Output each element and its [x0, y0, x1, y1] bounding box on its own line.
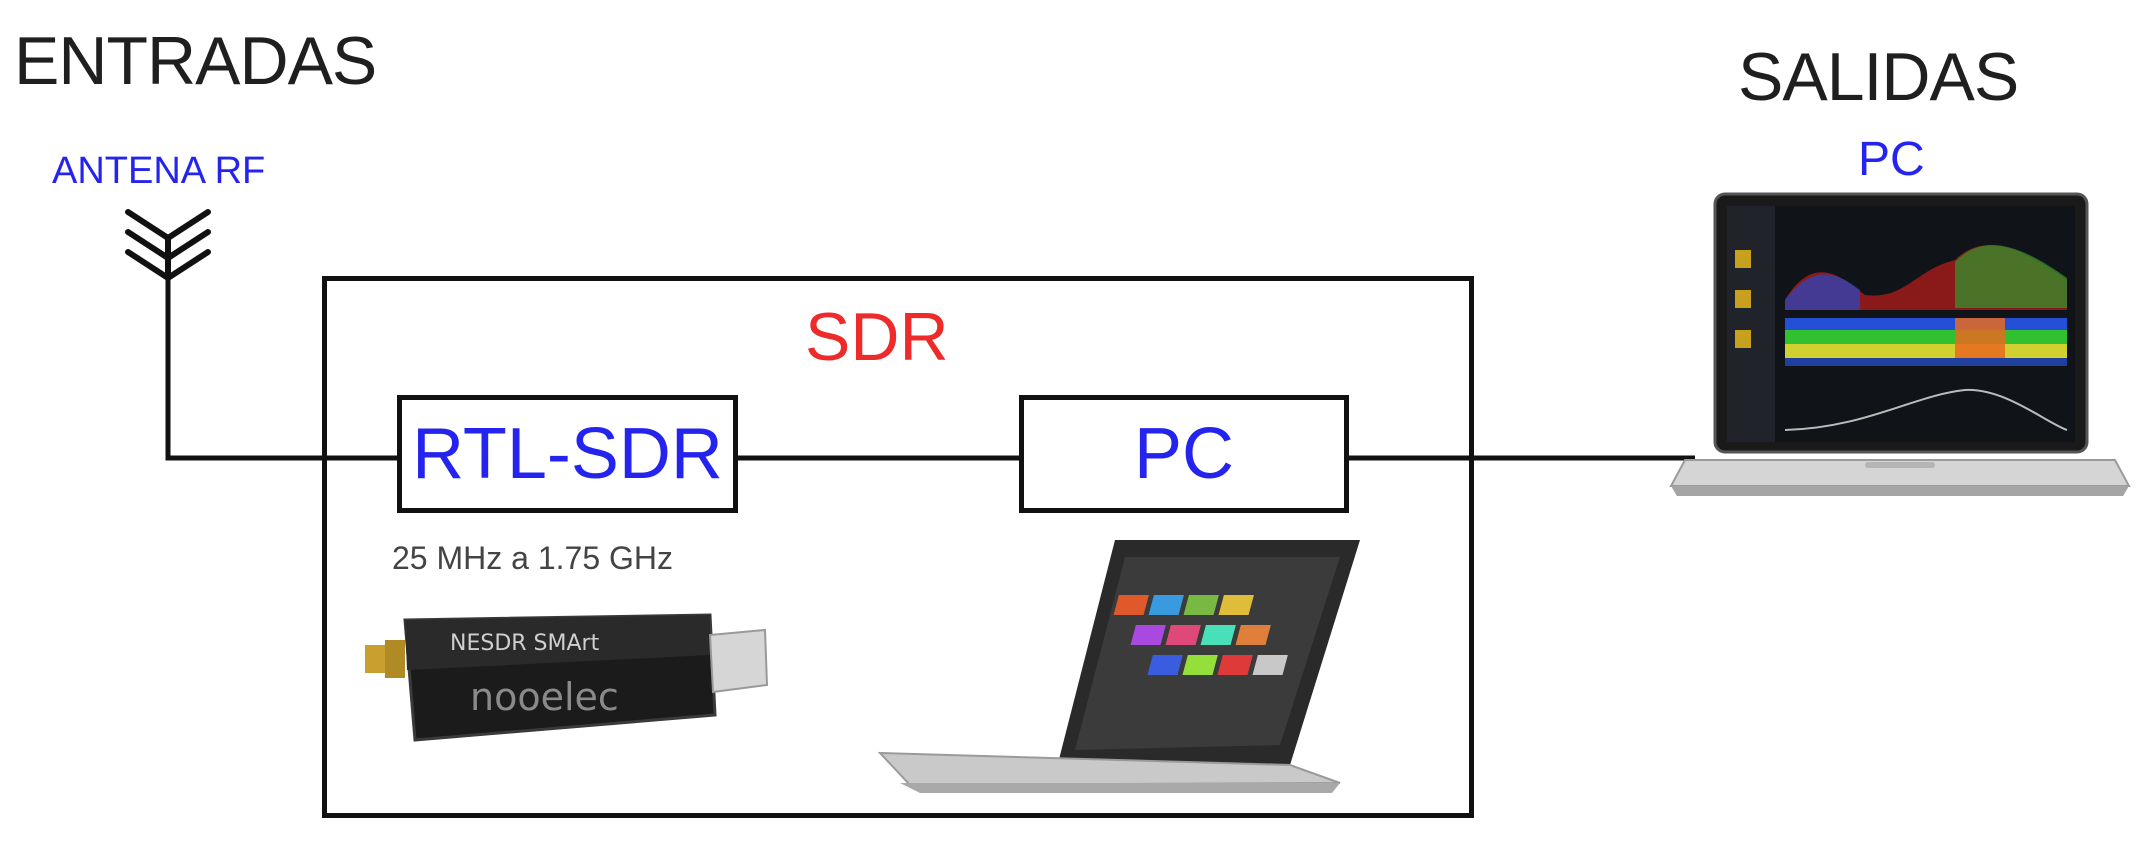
rtl-sdr-box: RTL-SDR [397, 395, 738, 513]
antenna-icon [125, 209, 211, 281]
dongle-brand-text: nooelec [470, 675, 619, 719]
outputs-pc-label: PC [1858, 133, 1925, 186]
laptop-image [877, 540, 1360, 793]
inputs-title: ENTRADAS [14, 23, 377, 99]
sdr-title: SDR [805, 299, 949, 375]
rtl-sdr-label: RTL-SDR [412, 414, 723, 494]
frequency-range: 25 MHz a 1.75 GHz [392, 540, 673, 576]
rtl-sdr-dongle-image: NESDR SMArt nooelec [365, 613, 769, 742]
sdr-box [322, 276, 1474, 818]
antenna-label: ANTENA RF [52, 150, 266, 192]
pc-box-label: PC [1133, 414, 1235, 494]
pc-box: PC [1019, 395, 1349, 513]
dongle-top-text: NESDR SMArt [450, 631, 600, 656]
outputs-title: SALIDAS [1738, 39, 2019, 115]
spectrum-laptop-image [1669, 192, 2131, 496]
